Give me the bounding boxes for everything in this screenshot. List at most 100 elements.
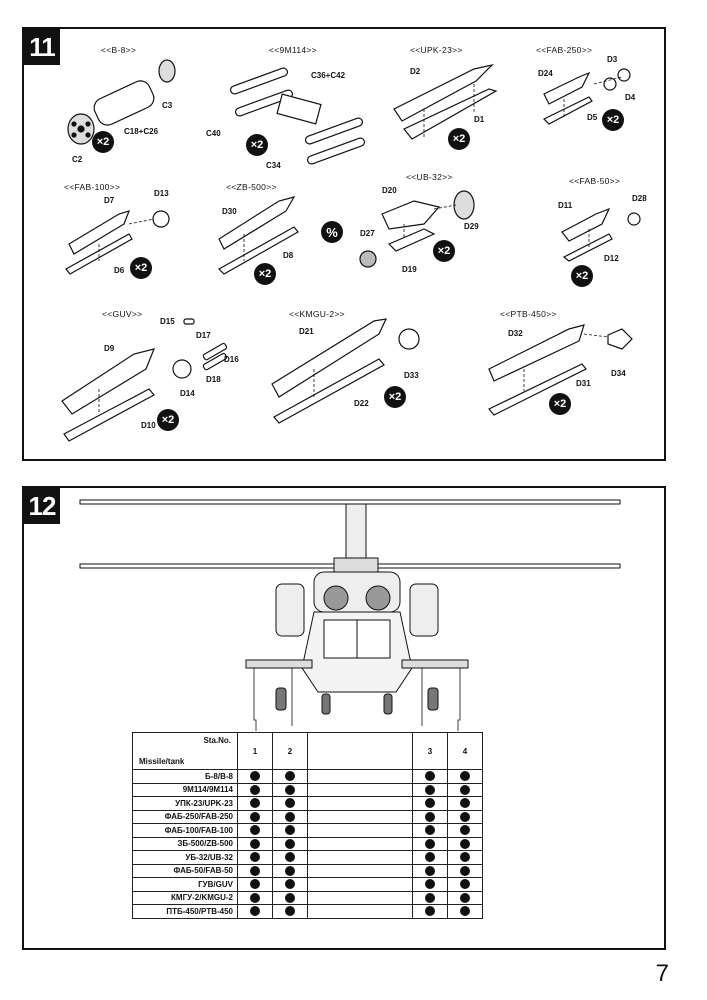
station-cell [272,809,308,824]
guv-pod-drawing [61,318,228,442]
station-available-dot [460,852,470,863]
station-cell [412,823,448,838]
quantity-badge: ×2 [384,386,406,408]
station-available-dot [250,865,260,876]
fab100-bomb-drawing [65,210,170,275]
part-label: D8 [283,251,294,260]
part-label: D17 [196,331,211,340]
station-cell [412,904,448,919]
row-weapon-name: Б-8/B-8 [132,769,238,784]
station-cell [447,796,483,811]
zb500-tank-drawing [218,196,299,275]
station-available-dot [425,865,435,876]
table-row: ПТБ-450/PTB-450 [132,904,483,919]
fab250-bomb-drawing [542,68,631,125]
step-11-drawings [61,59,641,442]
spacer-cell [307,823,413,838]
station-cell [272,877,308,892]
kmgu2-container-drawing [271,318,420,424]
spacer-cell [307,863,413,878]
table-row: ЗБ-500/ZB-500 [132,836,483,851]
station-available-dot [460,811,470,822]
table-row: ФАБ-50/FAB-50 [132,863,483,878]
station-available-dot [460,906,470,917]
step-11-panel: 11 [22,27,666,461]
station-available-dot [285,771,295,782]
table-row: УПК-23/UPK-23 [132,796,483,811]
quantity-badge: ×2 [157,409,179,431]
station-header: 1 [237,732,273,770]
station-cell [447,823,483,838]
station-available-dot [285,798,295,809]
station-cell [412,809,448,824]
station-cell [412,836,448,851]
step-number: 12 [24,488,60,524]
station-cell [237,850,273,865]
part-label: D3 [607,55,618,64]
header-missile-tank: Missile/tank [139,757,185,766]
station-cell [272,863,308,878]
spacer-cell [307,850,413,865]
weapon-label-upk23: <<UPK-23>> [410,45,463,55]
spacer-cell [307,904,413,919]
station-available-dot [250,771,260,782]
station-available-dot [250,852,260,863]
station-cell [272,823,308,838]
part-label: D10 [141,421,156,430]
station-available-dot [250,811,260,822]
part-label: D6 [114,266,125,275]
station-cell [412,796,448,811]
station-header: 2 [272,732,308,770]
table-header-cell: Sta.No. Missile/tank [132,732,238,770]
row-weapon-name: ПТБ-450/PTB-450 [132,904,238,919]
station-available-dot [425,852,435,863]
part-label: D27 [360,229,375,238]
station-available-dot [460,892,470,903]
table-row: КМГУ-2/KMGU-2 [132,890,483,905]
station-cell [237,809,273,824]
station-available-dot [285,811,295,822]
station-available-dot [285,838,295,849]
part-label: D24 [538,69,553,78]
station-cell [272,782,308,797]
part-label: D2 [410,67,421,76]
spacer-cell [307,809,413,824]
station-cell [412,863,448,878]
station-available-dot [250,906,260,917]
helicopter-front-view-drawing [79,499,621,731]
part-label: D9 [104,344,115,353]
quantity-badge: ×2 [549,393,571,415]
station-cell [237,904,273,919]
b8-rocket-pod-drawing [67,59,176,145]
weapon-label-fab100: <<FAB-100>> [64,182,121,192]
station-available-dot [425,811,435,822]
station-cell [447,904,483,919]
station-cell [237,782,273,797]
weapon-label-b8: <<B-8>> [101,45,137,55]
row-weapon-name: ФАБ-100/FAB-100 [132,823,238,838]
table-row: ФАБ-100/FAB-100 [132,823,483,838]
station-available-dot [425,798,435,809]
spacer-cell [307,782,413,797]
station-available-dot [460,771,470,782]
part-label: C40 [206,129,221,138]
spacer-cell [307,836,413,851]
table-row: ГУВ/GUV [132,877,483,892]
quantity-badge: ×2 [433,240,455,262]
station-cell [447,890,483,905]
quantity-badge: ×2 [571,265,593,287]
part-label: D19 [402,265,417,274]
part-label: C3 [162,101,173,110]
part-label: D16 [224,355,239,364]
weapon-label-kmgu2: <<KMGU-2>> [289,309,345,319]
station-cell [237,836,273,851]
station-cell [412,877,448,892]
station-available-dot [425,892,435,903]
station-available-dot [460,784,470,795]
step-number: 11 [24,29,60,65]
station-header: 3 [412,732,448,770]
station-available-dot [285,879,295,890]
row-weapon-name: ЗБ-500/ZB-500 [132,836,238,851]
table-row: Б-8/B-8 [132,769,483,784]
